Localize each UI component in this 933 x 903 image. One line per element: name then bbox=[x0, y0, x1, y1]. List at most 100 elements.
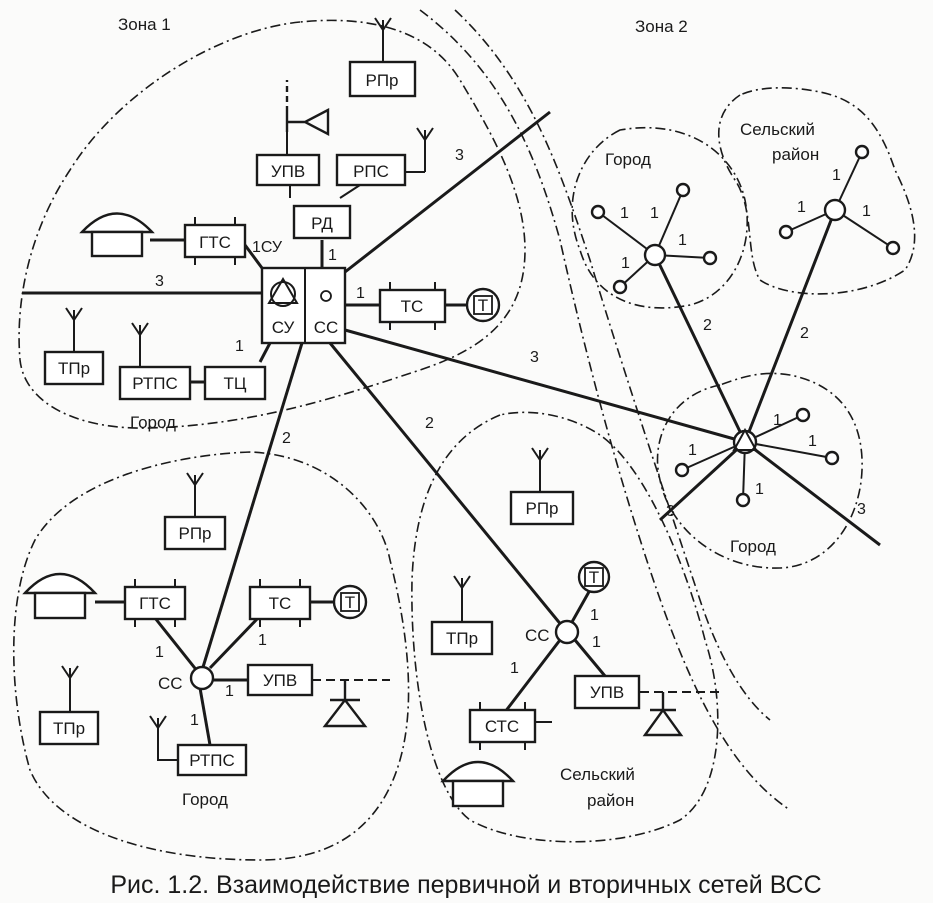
link-label: 1 bbox=[356, 285, 365, 302]
box-label: Т bbox=[478, 296, 488, 315]
link-label: 3 bbox=[666, 503, 675, 520]
region-rural-label: район bbox=[587, 791, 634, 810]
link-br-ss-t bbox=[570, 589, 592, 623]
link-label: 1СУ bbox=[252, 239, 283, 256]
region-rural-label: Сельский bbox=[560, 765, 635, 784]
trunk-line-east bbox=[344, 328, 746, 444]
box-label: СС bbox=[314, 318, 339, 337]
star-b-spoke-3 bbox=[834, 209, 894, 249]
box-label: Т bbox=[589, 568, 599, 587]
box-ts-bl bbox=[248, 585, 312, 621]
bottom-right-rural-border bbox=[411, 411, 719, 843]
link-label: 1 bbox=[688, 442, 697, 459]
link-label: 3 bbox=[530, 349, 539, 366]
box-upv-br bbox=[573, 674, 641, 710]
region-city-label: Город bbox=[130, 413, 176, 432]
t-square-top bbox=[473, 295, 493, 315]
antenna-icon bbox=[416, 127, 434, 172]
link-label: 1 bbox=[510, 660, 519, 677]
t-square-bl bbox=[340, 592, 360, 612]
hub-br-ss bbox=[554, 619, 580, 645]
box-gts-top bbox=[183, 223, 247, 259]
link-label: 1 bbox=[328, 247, 337, 264]
box-upv-bl bbox=[246, 663, 314, 697]
region-city-label: Город bbox=[605, 150, 651, 169]
link-label: 1 bbox=[678, 232, 687, 249]
antenna-icon bbox=[149, 715, 178, 761]
trunk-line-se-rural bbox=[328, 342, 569, 633]
zone1-city-border bbox=[18, 19, 526, 429]
relay-dish-icon bbox=[642, 692, 684, 737]
link-label: 1 bbox=[773, 412, 782, 429]
link-label: 1 bbox=[190, 712, 199, 729]
link-label: 2 bbox=[425, 415, 434, 432]
box-label: СТС bbox=[485, 717, 519, 736]
antenna-icon bbox=[65, 307, 83, 352]
star-d-end-1 bbox=[674, 462, 690, 478]
telephone-icon bbox=[440, 760, 516, 808]
star-a-end-1 bbox=[590, 204, 606, 220]
box-label: РПС bbox=[353, 162, 389, 181]
link-label: 3 bbox=[455, 147, 464, 164]
box-label: ТПр bbox=[58, 359, 90, 378]
box-tc bbox=[203, 365, 267, 401]
link-br-ss-sts bbox=[503, 639, 562, 713]
zone-divider-line-b bbox=[419, 9, 791, 811]
bottom-left-city-border bbox=[12, 451, 410, 861]
link-label: 1 bbox=[621, 255, 630, 272]
node-label: СС bbox=[158, 674, 183, 693]
star-b-hub bbox=[823, 198, 847, 222]
box-rps bbox=[335, 153, 407, 187]
antenna-icon bbox=[374, 17, 392, 62]
trunk-line-sw-city bbox=[198, 342, 304, 678]
box-label: ТЦ bbox=[224, 374, 247, 393]
su-ss-block bbox=[260, 266, 347, 345]
star-a-end-4 bbox=[612, 279, 628, 295]
region-city-label: Город bbox=[730, 537, 776, 556]
t-circle-bl bbox=[332, 584, 368, 620]
box-label: РПр bbox=[525, 499, 558, 518]
box-label: УПВ bbox=[263, 671, 297, 690]
link-rd-rps bbox=[339, 184, 361, 199]
link-bl-ts-ss bbox=[208, 616, 260, 670]
link-label: 1 bbox=[808, 433, 817, 450]
box-tpr-top bbox=[43, 350, 105, 386]
star-d-end-2 bbox=[795, 407, 811, 423]
star-b-end-2 bbox=[778, 224, 794, 240]
link-label: 2 bbox=[800, 325, 809, 342]
box-rd bbox=[292, 204, 352, 240]
link-label: 1 bbox=[258, 632, 267, 649]
relay-dish-icon bbox=[322, 680, 368, 728]
box-ts-top bbox=[378, 288, 447, 324]
su-circle-icon bbox=[270, 281, 296, 307]
box-label: УПВ bbox=[590, 683, 624, 702]
box-label: РПр bbox=[365, 71, 398, 90]
box-label: РТПС bbox=[132, 374, 177, 393]
box-label: РД bbox=[311, 214, 333, 233]
trunk-line-northeast bbox=[344, 110, 551, 274]
link-label: 2 bbox=[282, 430, 291, 447]
trunk-line-to-rural-a bbox=[743, 209, 837, 443]
link-label: 1 bbox=[225, 683, 234, 700]
link-label: 1 bbox=[650, 205, 659, 222]
t-circle-top bbox=[465, 287, 501, 323]
hub-bl-ss bbox=[189, 665, 215, 691]
telephone-icon bbox=[22, 572, 98, 620]
star-a-end-3 bbox=[702, 250, 718, 266]
box-sts bbox=[468, 708, 537, 744]
box-label: СУ bbox=[272, 318, 295, 337]
star-d-spoke-3 bbox=[744, 441, 833, 459]
link-label: 1 bbox=[590, 607, 599, 624]
box-label: Т bbox=[345, 593, 355, 612]
ss-small-circle-icon bbox=[320, 290, 332, 302]
link-bl-gts-ss bbox=[153, 617, 200, 673]
box-label: РТПС bbox=[189, 751, 234, 770]
star-a-end-2 bbox=[675, 182, 691, 198]
box-gts-bl bbox=[123, 585, 187, 621]
zone-divider-line-a bbox=[454, 9, 771, 721]
trunk-line-to-city-a bbox=[653, 254, 747, 443]
star-b-end-3 bbox=[885, 240, 901, 256]
box-upv-top bbox=[255, 153, 321, 187]
